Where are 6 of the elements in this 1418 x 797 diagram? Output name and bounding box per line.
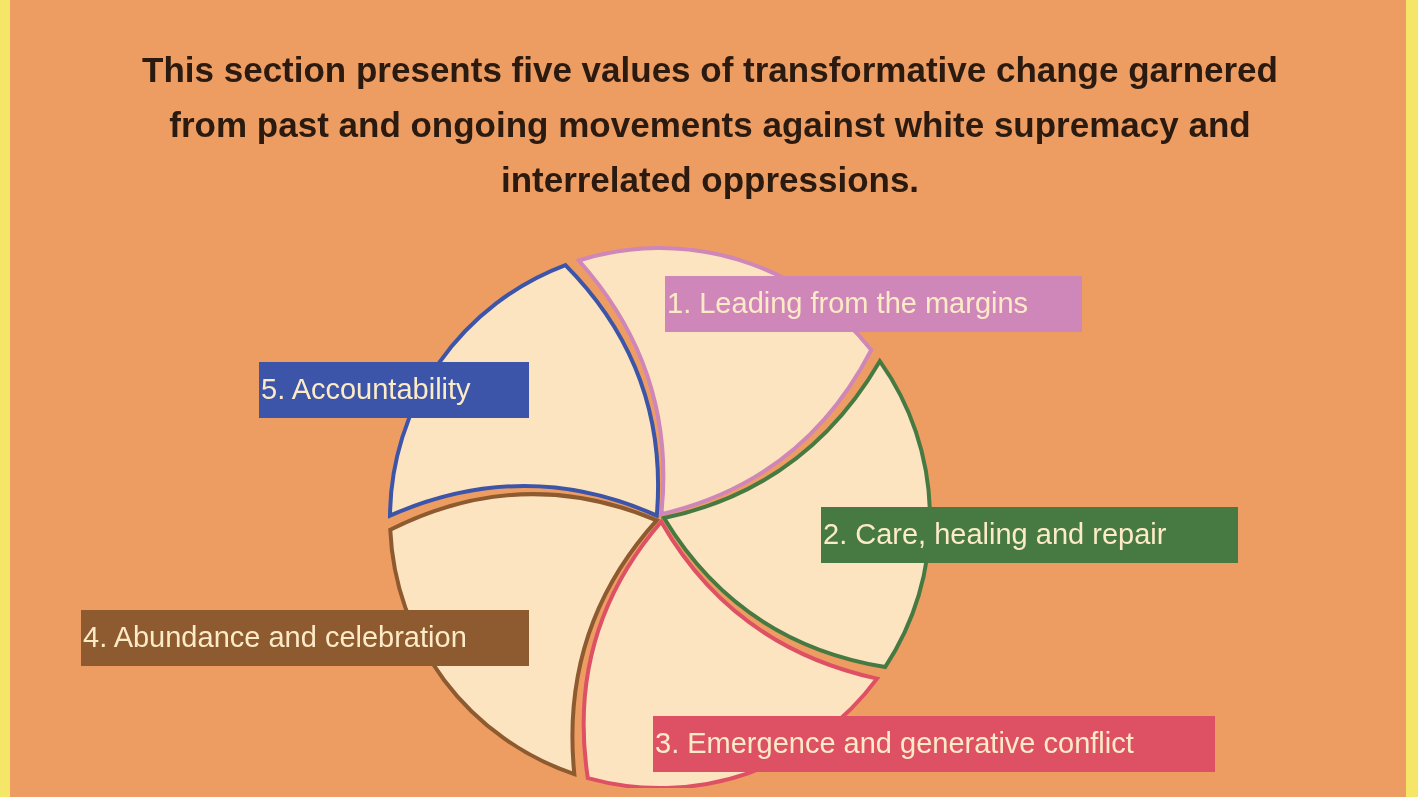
value-label: 3. Emergence and generative conflict: [653, 716, 1215, 772]
value-label: 5. Accountability: [259, 362, 529, 418]
value-label: 4. Abundance and celebration: [81, 610, 529, 666]
value-label: 2. Care, healing and repair: [821, 507, 1238, 563]
title: This section presents five values of transformative change garnered from past and ongoing movements against white supremacy and interrelated oppressions.: [141, 49, 1279, 201]
value-label: 1. Leading from the margins: [665, 276, 1082, 332]
